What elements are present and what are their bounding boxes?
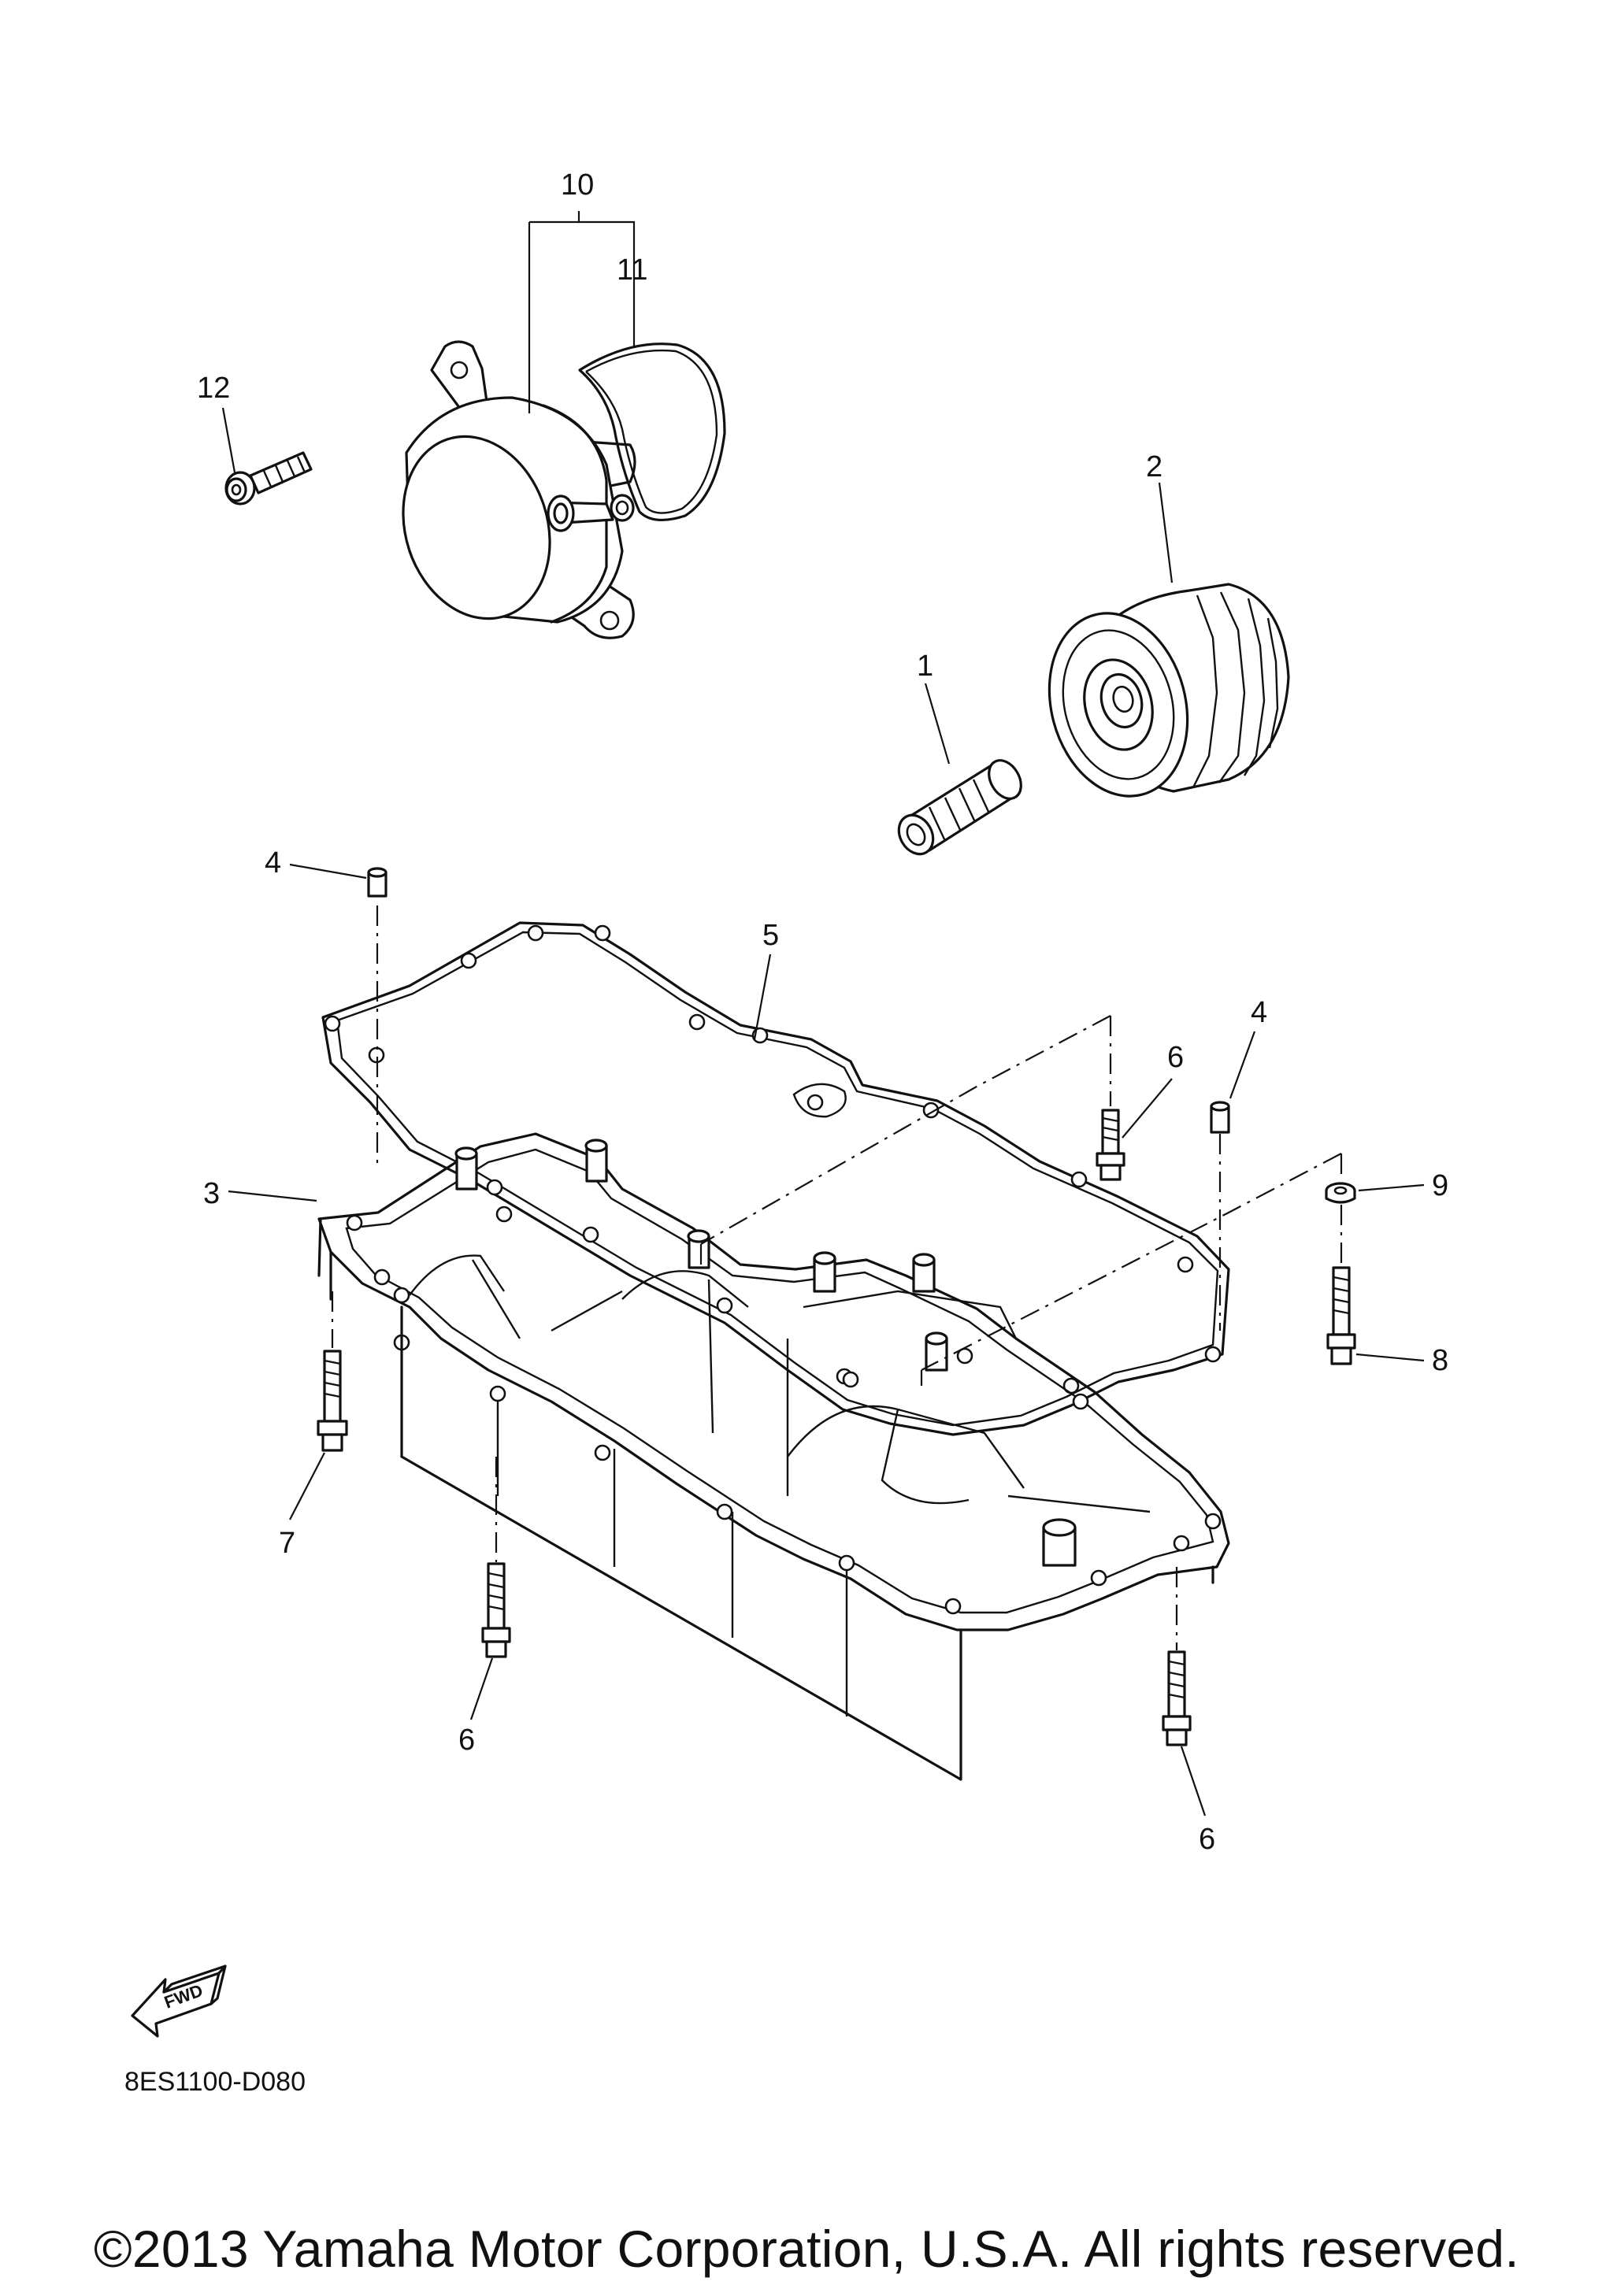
callout-3: 3 [203, 1177, 220, 1210]
callout-10: 10 [561, 168, 594, 202]
callout-6-lower-left: 6 [458, 1724, 475, 1757]
callout-5: 5 [762, 919, 779, 952]
callout-2: 2 [1146, 450, 1162, 483]
callout-4-left: 4 [265, 846, 281, 880]
bolt-8 [1326, 1266, 1356, 1365]
dowel-pin-left [367, 867, 387, 898]
filter-union-bolt [897, 759, 1022, 856]
bolt-6-lower-left [481, 1562, 511, 1658]
diagram-code: 8ES1100-D080 [124, 2067, 306, 2097]
bolt-7 [317, 1350, 348, 1452]
callout-8: 8 [1432, 1344, 1448, 1377]
callout-6-upper: 6 [1167, 1041, 1184, 1074]
callout-12: 12 [197, 372, 230, 405]
copyright-notice: ©2013 Yamaha Motor Corporation, U.S.A. A… [93, 2220, 1520, 2278]
o-ring [578, 343, 726, 522]
dowel-pin-right [1210, 1101, 1230, 1134]
oil-pan [317, 1132, 1230, 1781]
assembly-center-lines [331, 905, 1343, 1650]
bolt-6-lower-right [1162, 1650, 1192, 1746]
callout-11: 11 [617, 254, 647, 287]
callout-7: 7 [279, 1527, 295, 1560]
washer-9 [1325, 1182, 1356, 1204]
callout-9: 9 [1432, 1169, 1448, 1202]
bolt-6-upper [1096, 1109, 1125, 1181]
oil-cooler [402, 340, 636, 639]
callout-numbers: 10 11 12 2 1 4 5 4 6 3 9 8 7 6 6 [197, 168, 1448, 1856]
oil-filter [1048, 583, 1290, 798]
callout-1: 1 [917, 650, 933, 683]
fwd-arrow-icon: FWD [131, 1965, 227, 2038]
callout-6-lower-right: 6 [1199, 1823, 1215, 1856]
bolt-12 [224, 451, 313, 505]
oil-pan-gasket [321, 921, 1230, 1436]
leader-lines [221, 211, 1425, 1816]
callout-4-right: 4 [1251, 996, 1267, 1029]
